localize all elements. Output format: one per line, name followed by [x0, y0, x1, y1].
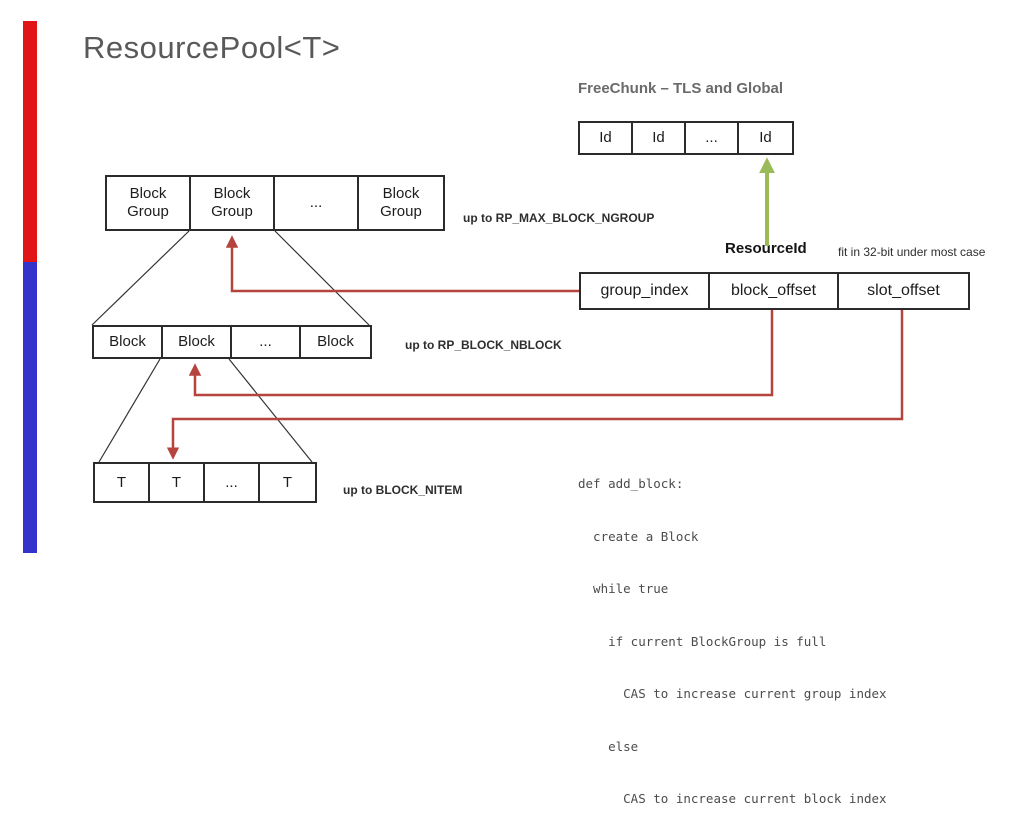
block-offset-cell: block_offset	[710, 274, 839, 308]
freechunk-heading: FreeChunk – TLS and Global	[578, 80, 784, 97]
block-group-table: Block Group Block Group ... Block Group	[105, 175, 445, 231]
block-cell-ellipsis: ...	[232, 327, 301, 357]
resource-id-label: ResourceId	[725, 240, 807, 257]
resource-id-table: group_index block_offset slot_offset	[579, 272, 970, 310]
block-nitem-note: up to BLOCK_NITEM	[343, 483, 463, 497]
add-block-pseudocode: def add_block: create a Block while true…	[578, 440, 887, 825]
block-group-cell-ellipsis: ...	[275, 177, 359, 229]
left-accent-bar-red	[23, 21, 37, 262]
freechunk-id-table: Id Id ... Id	[578, 121, 794, 155]
block-cell: Block	[163, 327, 232, 357]
id-cell: Id	[580, 123, 633, 153]
code-line: while true	[578, 581, 669, 596]
code-line: CAS to increase current group index	[578, 686, 887, 701]
block-cell: Block	[94, 327, 163, 357]
block-table: Block Block ... Block	[92, 325, 372, 359]
block-cell: Block	[317, 333, 354, 350]
item-cell: T	[95, 464, 150, 501]
left-accent-bar-blue	[23, 262, 37, 553]
item-table: T T ... T	[93, 462, 317, 503]
code-line: if current BlockGroup is full	[578, 633, 827, 649]
code-line: def add_block:	[578, 476, 684, 491]
code-line: create a Block	[578, 528, 699, 544]
block-group-cell: Block Group	[380, 185, 422, 220]
group-index-cell: group_index	[581, 274, 710, 308]
block-group-cell: Block Group	[107, 177, 191, 229]
item-cell: T	[150, 464, 205, 501]
id-cell: Id	[633, 123, 686, 153]
id-cell-ellipsis: ...	[686, 123, 739, 153]
block-nblock-note: up to RP_BLOCK_NBLOCK	[405, 338, 562, 352]
fit-32bit-note: fit in 32-bit under most case	[838, 245, 986, 259]
item-cell: T	[282, 473, 293, 491]
item-cell-ellipsis: ...	[205, 464, 260, 501]
fan-block-to-items	[98, 358, 313, 463]
code-line: CAS to increase current block index	[578, 791, 887, 806]
slide-title: ResourcePool<T>	[83, 30, 341, 65]
code-line: else	[578, 738, 639, 754]
slot-offset-cell: slot_offset	[867, 282, 940, 299]
fan-blockgroup-to-block	[91, 230, 370, 326]
arrow-group-index-to-blockgroup	[225, 235, 579, 293]
block-group-cell: Block Group	[191, 177, 275, 229]
id-cell: Id	[759, 129, 772, 146]
max-block-ngroup-note: up to RP_MAX_BLOCK_NGROUP	[463, 211, 655, 225]
